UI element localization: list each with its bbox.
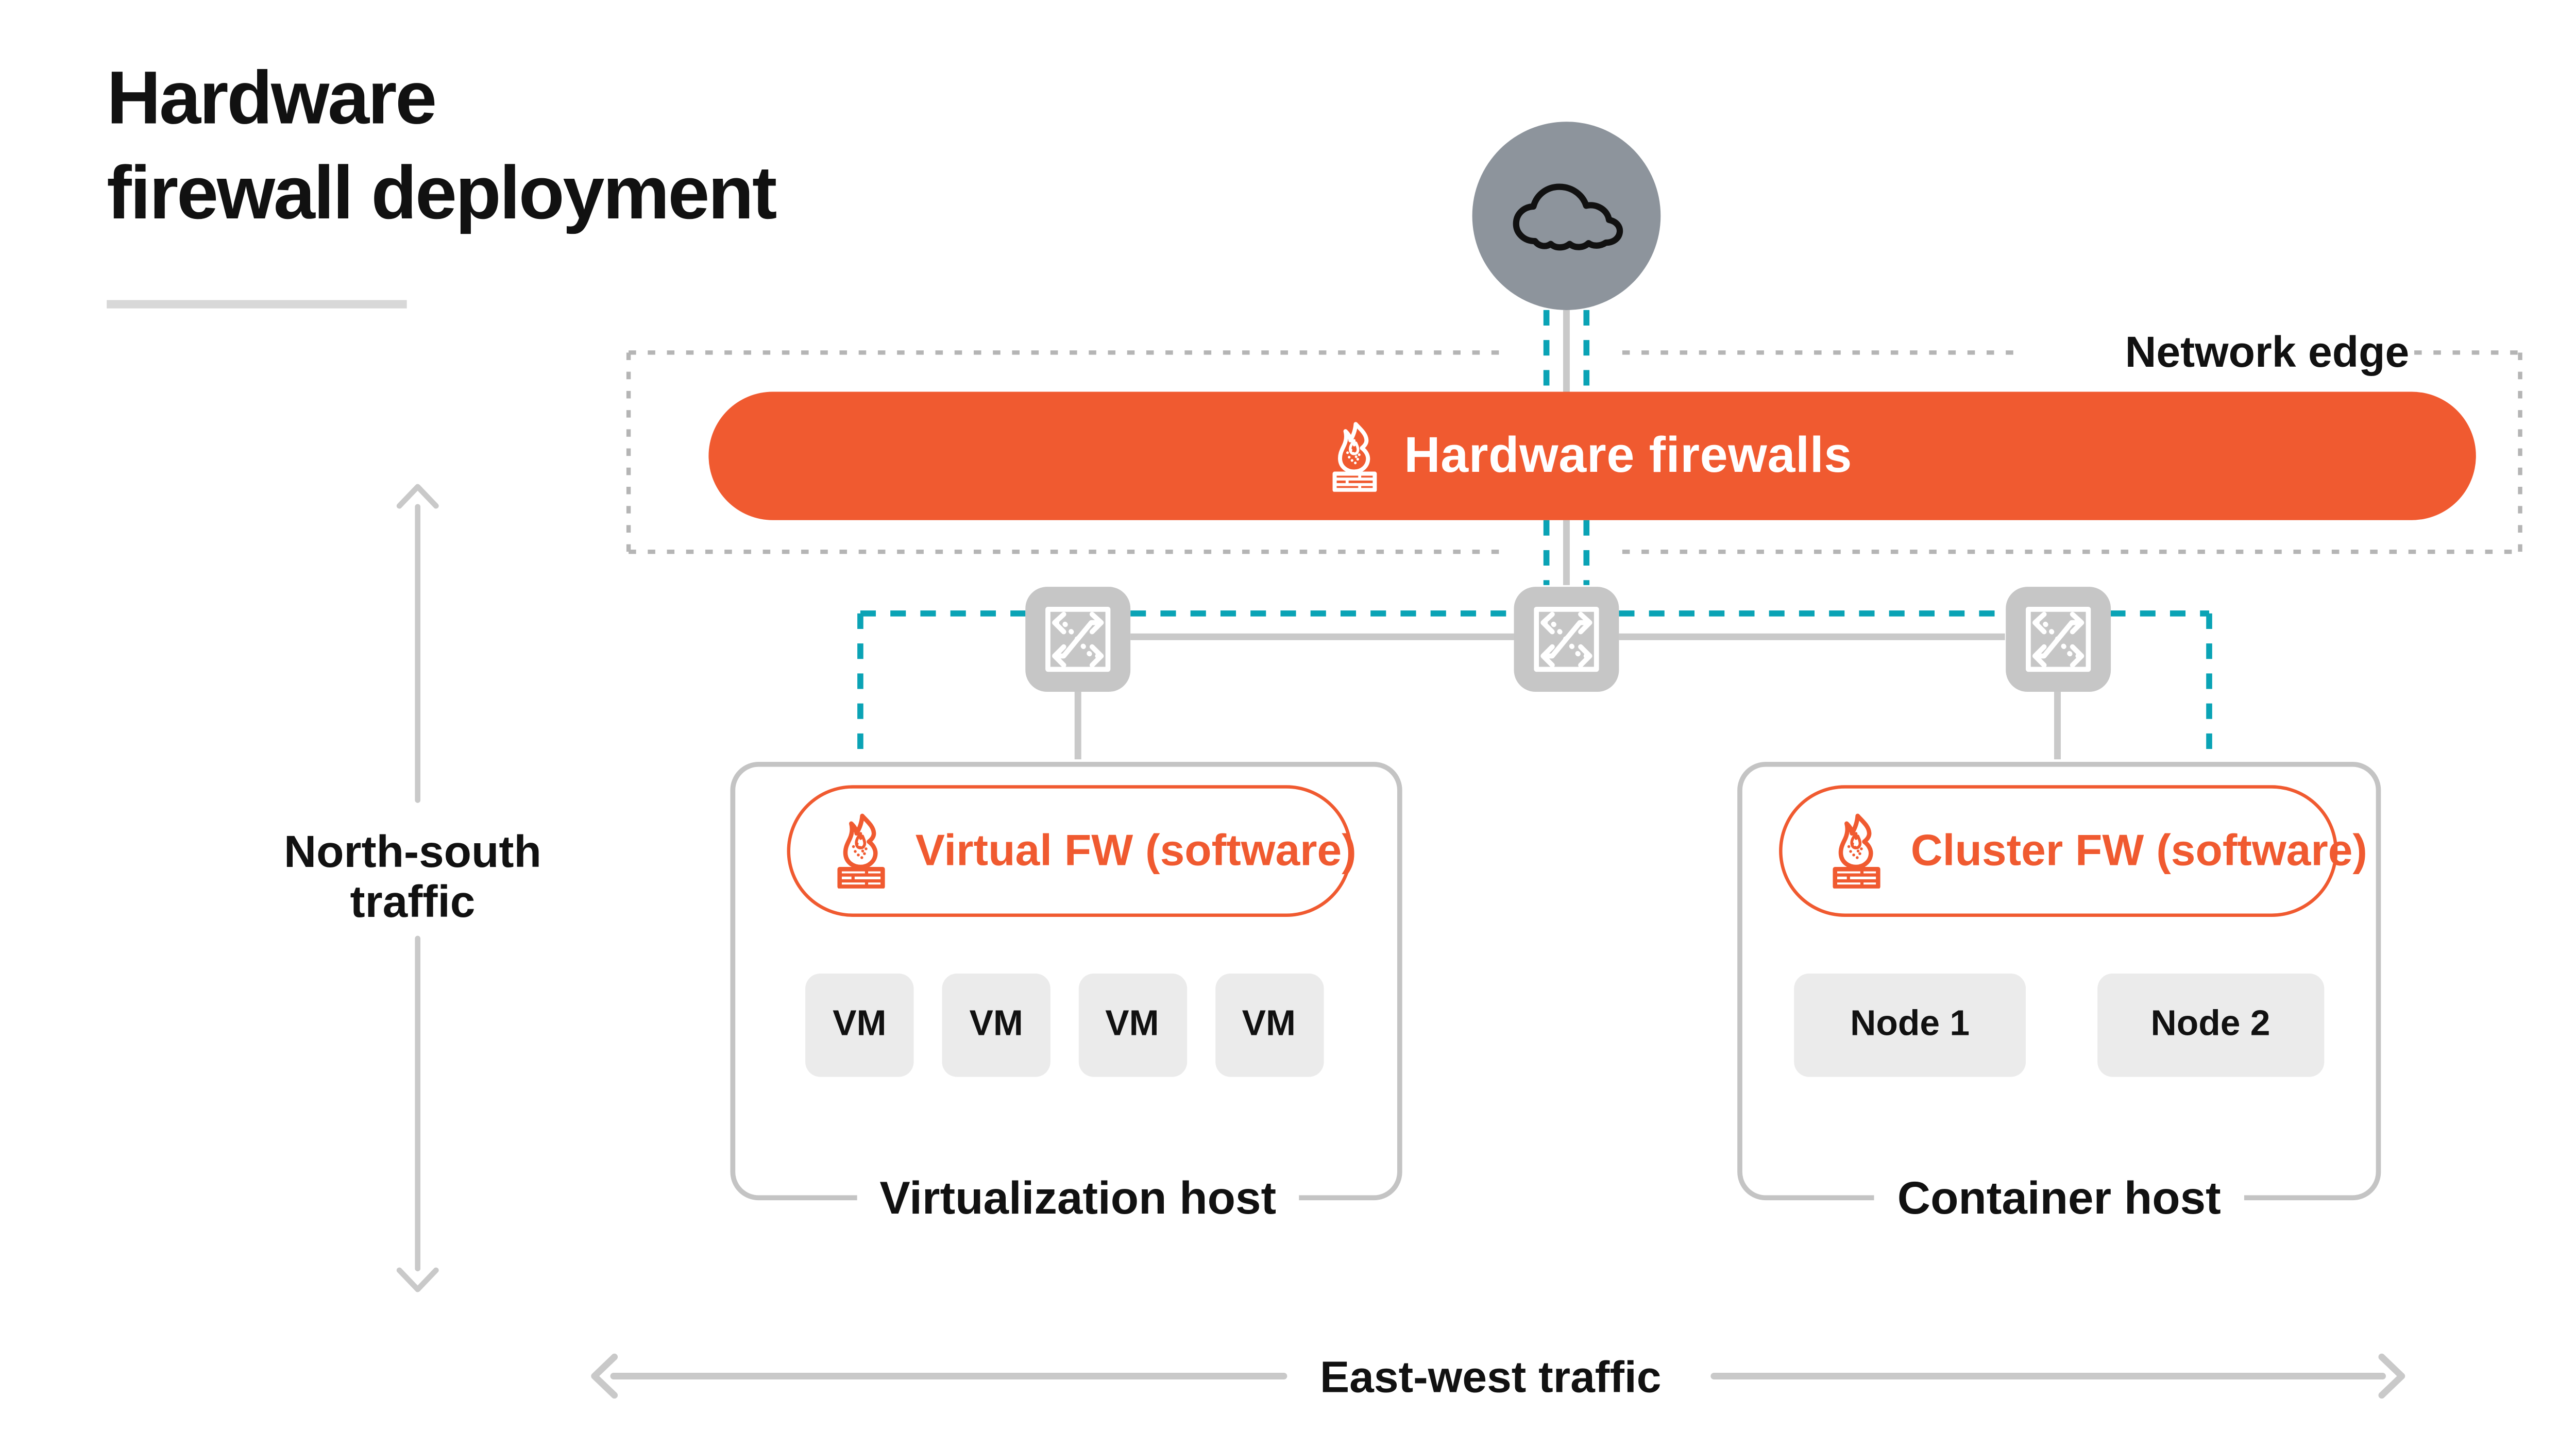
vm-box-4: VM — [1214, 973, 1323, 1077]
node-box-2: Node 2 — [2096, 973, 2325, 1077]
cloud-icon — [1512, 182, 1622, 250]
network-edge-label: Network edge — [2022, 325, 2410, 380]
cluster-fw-pill: Cluster FW (software) — [1779, 784, 2367, 916]
virtualization-host-label: Virtualization host — [856, 1170, 1300, 1227]
title-underline — [107, 300, 407, 309]
cluster-fw-label: Cluster FW (software) — [1910, 824, 2368, 875]
container-host-label: Container host — [1874, 1170, 2245, 1227]
firewall-icon — [837, 813, 886, 888]
gray-connector-lines — [1074, 310, 2061, 760]
switch-center — [1514, 586, 1619, 691]
firewall-icon — [1332, 421, 1377, 491]
network-edge-box — [626, 350, 2522, 554]
firewall-icon — [1833, 813, 1881, 888]
hardware-firewalls-label: Hardware firewalls — [1404, 428, 1853, 483]
north-south-arrow — [396, 484, 439, 1292]
page-title: Hardware firewall deployment — [107, 50, 777, 240]
switch-icon — [1514, 586, 1619, 691]
vm-box-3: VM — [1078, 973, 1187, 1077]
hardware-firewalls-bar: Hardware firewalls — [708, 391, 2476, 520]
east-west-traffic-label: East-west traffic — [1303, 1352, 1678, 1402]
virtual-fw-label: Virtual FW (software) — [915, 824, 1357, 875]
switch-icon — [2005, 586, 2110, 691]
switch-icon — [1025, 586, 1130, 691]
vm-box-1: VM — [805, 973, 914, 1077]
switch-left — [1025, 586, 1131, 691]
page-title-line2: firewall deployment — [107, 150, 777, 235]
east-west-arrows — [591, 1353, 2405, 1399]
node-box-1: Node 1 — [1794, 973, 2026, 1077]
internet-cloud-badge — [1472, 122, 1661, 310]
switch-right — [2005, 586, 2110, 691]
vm-box-2: VM — [942, 973, 1050, 1077]
page-title-line1: Hardware — [107, 55, 437, 140]
north-south-traffic-label: North-south traffic — [284, 827, 541, 926]
virtual-fw-pill: Virtual FW (software) — [787, 784, 1357, 916]
